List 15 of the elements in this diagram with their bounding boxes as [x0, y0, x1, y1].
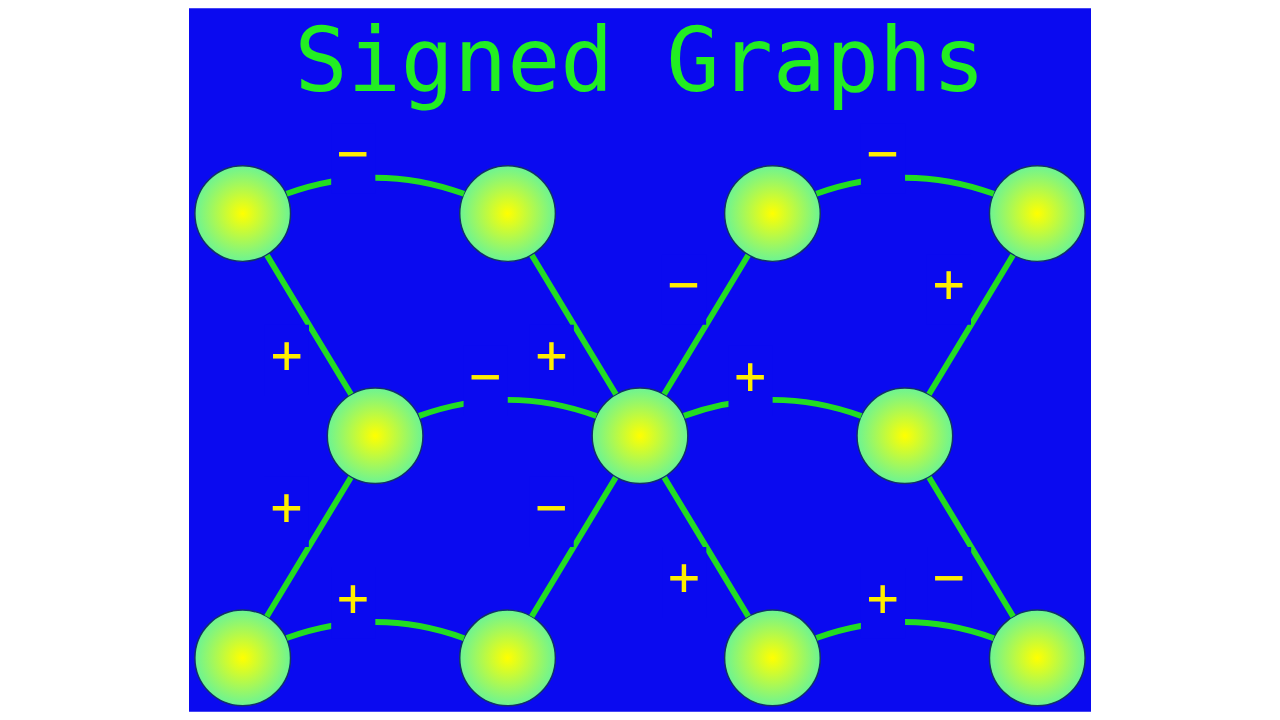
edge-label: − [866, 122, 899, 184]
edge-label: − [535, 475, 568, 537]
edge-label: + [337, 566, 369, 628]
edge-label: + [535, 324, 568, 386]
edge-label: + [866, 566, 899, 628]
edge-label: − [337, 122, 369, 184]
diagram-title: Signed Graphs [294, 8, 986, 112]
edge-label: + [270, 475, 303, 537]
edge-label: − [932, 546, 965, 608]
edge-label: − [667, 253, 700, 315]
edge-label: + [734, 344, 767, 406]
edge-label: + [932, 253, 965, 315]
edge-label: + [668, 546, 700, 608]
edge-label: + [270, 324, 303, 386]
edge-label: − [469, 344, 502, 406]
